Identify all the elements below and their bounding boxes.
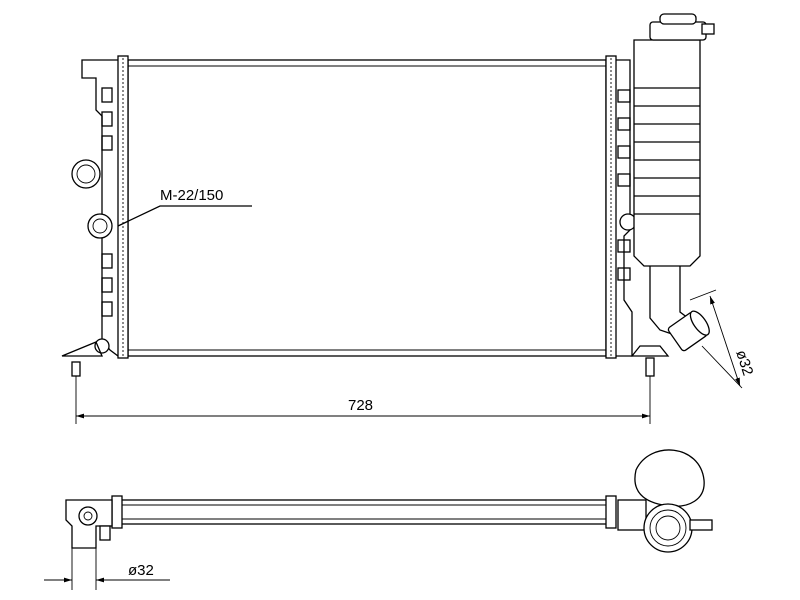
core-bottom-view xyxy=(119,499,611,525)
radiator-front-view: M-22/150 728 ø32 xyxy=(61,13,756,424)
mounting-pin-right xyxy=(645,357,655,377)
width-dimension: 728 xyxy=(75,376,651,424)
core-note-label: M-22/150 xyxy=(160,187,223,204)
mounting-pin-left xyxy=(71,361,81,377)
expansion-tank xyxy=(633,13,715,335)
inlet-diameter-label: ø32 xyxy=(128,562,154,579)
right-tank xyxy=(605,55,670,359)
outlet-hose-connector xyxy=(667,310,710,352)
expansion-tank-bottom-view xyxy=(617,449,713,553)
radiator-bottom-view: ø32 xyxy=(44,449,713,590)
expansion-tank-cap xyxy=(649,13,715,41)
inlet-diameter-dimension: ø32 xyxy=(44,548,170,590)
inlet-connector-bottom-view xyxy=(65,499,113,549)
upper-hose-connector xyxy=(71,159,101,189)
left-tank xyxy=(61,55,129,359)
width-dimension-label: 728 xyxy=(348,397,373,414)
drain-plug xyxy=(87,213,113,239)
radiator-core xyxy=(127,59,607,357)
outlet-connector-bottom-view xyxy=(643,503,693,553)
